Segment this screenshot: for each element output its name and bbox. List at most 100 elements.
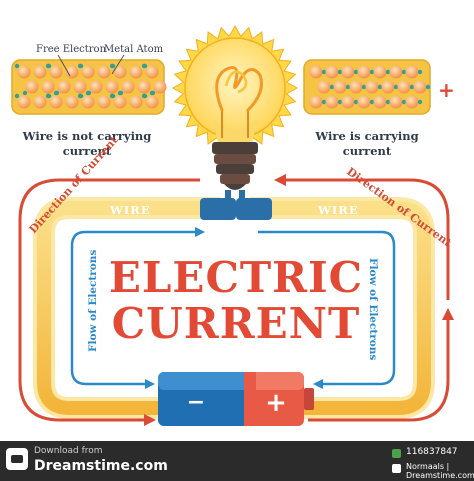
- metal-atom: [33, 65, 47, 79]
- battery-icon: − +: [158, 372, 314, 426]
- metal-atom: [81, 95, 95, 109]
- free-electron: [118, 90, 124, 96]
- free-electron: [150, 90, 156, 96]
- metal-atom: [389, 95, 403, 109]
- free-electron: [110, 93, 116, 99]
- metal-atom-pointer: [111, 54, 125, 75]
- metal-atom: [405, 65, 419, 79]
- flow-of-electrons-right: Flow of Electrons: [367, 258, 379, 360]
- electric-current-diagram: Free Electron Metal Atom Wire is not car…: [11, 24, 455, 426]
- title-line-2: CURRENT: [112, 299, 361, 348]
- carrying-caption-line2: current: [343, 144, 392, 158]
- free-electron: [78, 93, 84, 99]
- metal-atom: [49, 95, 63, 109]
- metal-atom: [97, 95, 111, 109]
- current-arrow-left: [18, 178, 190, 426]
- free-electron: [369, 99, 375, 105]
- free-electron: [377, 84, 383, 90]
- current-arrow-right-upper: [274, 174, 450, 300]
- battery-plus-sign: +: [265, 388, 287, 418]
- metal-atom: [325, 95, 339, 109]
- free-electron-pointer: [57, 54, 71, 77]
- free-electron: [78, 63, 84, 69]
- not-carrying-caption-line2: current: [63, 144, 112, 158]
- metal-atom: [341, 65, 355, 79]
- footer-image-id: 116837847: [406, 447, 458, 457]
- footer-download-from: Download from: [34, 446, 103, 456]
- free-electron: [337, 99, 343, 105]
- metal-atom: [333, 80, 347, 94]
- metal-atom: [129, 95, 143, 109]
- metal-atom: [129, 65, 143, 79]
- free-electron: [353, 69, 359, 75]
- metal-atom: [341, 95, 355, 109]
- free-electron: [353, 99, 359, 105]
- metal-atom: [81, 65, 95, 79]
- metal-atom: [381, 80, 395, 94]
- metal-atom: [65, 65, 79, 79]
- metal-atom: [97, 65, 111, 79]
- free-electron: [385, 69, 391, 75]
- wire-label-left: WIRE: [109, 203, 151, 217]
- free-electron: [345, 84, 351, 90]
- author-badge-icon: [392, 464, 401, 473]
- free-electron: [417, 69, 423, 75]
- carrying-caption-line1: Wire is carrying: [314, 129, 418, 143]
- metal-atom: [137, 80, 151, 94]
- free-electron: [46, 93, 52, 99]
- metal-atom: [113, 95, 127, 109]
- free-electron-label: Free Electron: [36, 44, 107, 55]
- free-electron: [54, 90, 60, 96]
- footer-bar: Download from Dreamstime.com 116837847 N…: [0, 441, 474, 481]
- metal-atom: [49, 65, 63, 79]
- free-electron: [401, 99, 407, 105]
- free-electron: [337, 69, 343, 75]
- id-badge-icon: [392, 449, 401, 458]
- metal-atom-label: Metal Atom: [104, 44, 164, 55]
- metal-atom: [357, 95, 371, 109]
- metal-atom: [121, 80, 135, 94]
- metal-atom: [309, 95, 323, 109]
- free-electron: [329, 84, 335, 90]
- metal-atom: [57, 80, 71, 94]
- electron-flow-arrow-right: [258, 230, 396, 389]
- electron-flow-arrow-left: [70, 230, 155, 389]
- metal-atom: [373, 65, 387, 79]
- metal-atom: [405, 95, 419, 109]
- free-electron: [86, 90, 92, 96]
- free-electron: [393, 84, 399, 90]
- wire-sample-not-carrying: [11, 59, 167, 115]
- free-electron: [142, 63, 148, 69]
- metal-atom: [25, 80, 39, 94]
- free-electron: [14, 93, 20, 99]
- battery-minus-sign: −: [187, 390, 205, 415]
- not-carrying-caption-line1: Wire is not carrying: [22, 129, 152, 143]
- metal-atom: [389, 65, 403, 79]
- metal-atom: [17, 65, 31, 79]
- free-electron: [425, 84, 431, 90]
- free-electron: [110, 63, 116, 69]
- metal-atom: [309, 65, 323, 79]
- wire-sample-carrying: [303, 59, 431, 115]
- flow-of-electrons-left: Flow of Electrons: [87, 250, 99, 352]
- free-electron: [409, 84, 415, 90]
- metal-atom: [41, 80, 55, 94]
- free-electron: [14, 63, 20, 69]
- metal-atom: [365, 80, 379, 94]
- metal-atom: [145, 65, 159, 79]
- footer-site[interactable]: Dreamstime.com: [34, 458, 168, 474]
- metal-atom: [89, 80, 103, 94]
- free-electron: [369, 69, 375, 75]
- current-arrow-right-lower: [308, 318, 450, 422]
- metal-atom: [33, 95, 47, 109]
- metal-atom: [145, 95, 159, 109]
- metal-atom: [73, 80, 87, 94]
- wire-label-right: WIRE: [317, 203, 359, 217]
- metal-atom: [397, 80, 411, 94]
- free-electron: [22, 90, 28, 96]
- metal-atom: [153, 80, 167, 94]
- free-electron: [321, 99, 327, 105]
- metal-atom: [357, 65, 371, 79]
- metal-atom: [113, 65, 127, 79]
